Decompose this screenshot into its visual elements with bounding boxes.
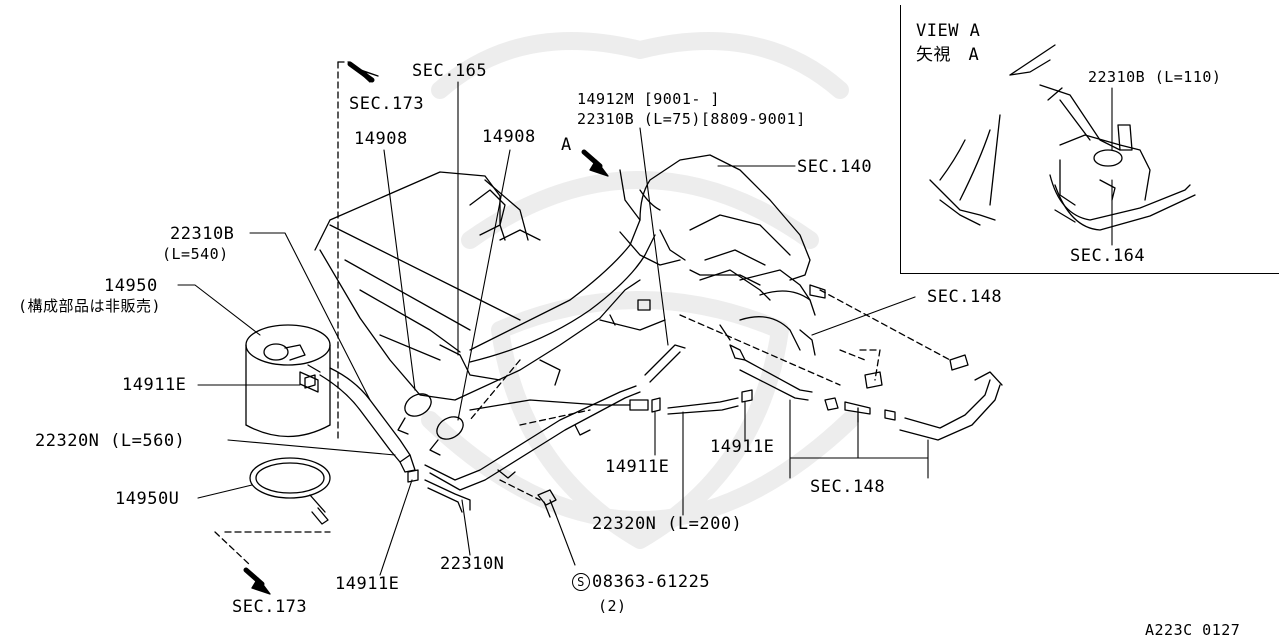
bolt-08363 [537,489,557,518]
callout-sec-148-bottom: SEC.148 [810,477,886,497]
callout-bracket-14950u: 14950U [115,489,180,509]
callout-sec-173-bottom: SEC.173 [232,597,308,617]
inset-hose-label: 22310B (L=110) [1088,68,1222,86]
inset-section-label: SEC.164 [1070,246,1146,266]
bolt-symbol: S [572,573,590,591]
callout-sec-148-top: SEC.148 [927,287,1003,307]
callout-clamp-14911e-3: 14911E [710,437,775,457]
hose-22310b-long [319,367,416,473]
callout-valve-14912m: 14912M [9001- ] [577,90,720,108]
clip-14908-left [397,393,432,435]
dashed-guides [214,61,951,566]
callout-clamp-14911e-4: 14911E [335,574,400,594]
callout-tube-22310n: 22310N [440,554,505,574]
callout-clip-14908-right: 14908 [482,127,536,147]
hose-22310b-short [637,299,686,383]
callout-view-arrow-a: A [561,135,572,155]
callout-canister-note: (構成部品は非販売) [18,297,162,315]
canister-bracket [249,457,331,525]
callout-clamp-14911e-2: 14911E [605,457,670,477]
clamps-14911e [304,374,753,483]
callout-sec-140: SEC.140 [797,157,873,177]
view-a-inset-frame [900,5,1279,274]
clip-14908-right [429,416,464,456]
canister [245,324,331,438]
inset-view-title-jp: 矢視 A [916,45,980,65]
intake-manifold [469,154,811,363]
callout-sec-173-top: SEC.173 [349,94,425,114]
callout-canister-14950: 14950 [104,276,158,296]
callout-hose-22310b-length: (L=540) [162,245,229,263]
sec148-hoses [739,354,1003,441]
callout-clip-14908-left: 14908 [354,129,408,149]
watermark [421,32,859,549]
callout-hose-22310b-long: 22310B [170,224,235,244]
callout-hose-22320n-200: 22320N (L=200) [592,514,743,534]
vapor-tubes [424,385,649,513]
inset-detail [929,44,1196,231]
engine-block [314,171,666,401]
callout-hose-22310b-short: 22310B (L=75)[8809-9001] [577,110,806,128]
callout-bolt-quantity: (2) [598,597,627,615]
callout-sec-165: SEC.165 [412,61,488,81]
arrows [243,61,609,595]
callout-hose-22320n-560: 22320N (L=560) [35,431,186,451]
leader-lines [177,81,1113,576]
hose-22320n-200 [667,397,739,415]
callout-clamp-14911e-1: 14911E [122,375,187,395]
drawing-number: A223C 0127 [1145,621,1241,639]
inset-view-title: VIEW A [916,21,981,41]
bolt-part-number: 08363-61225 [592,572,711,592]
